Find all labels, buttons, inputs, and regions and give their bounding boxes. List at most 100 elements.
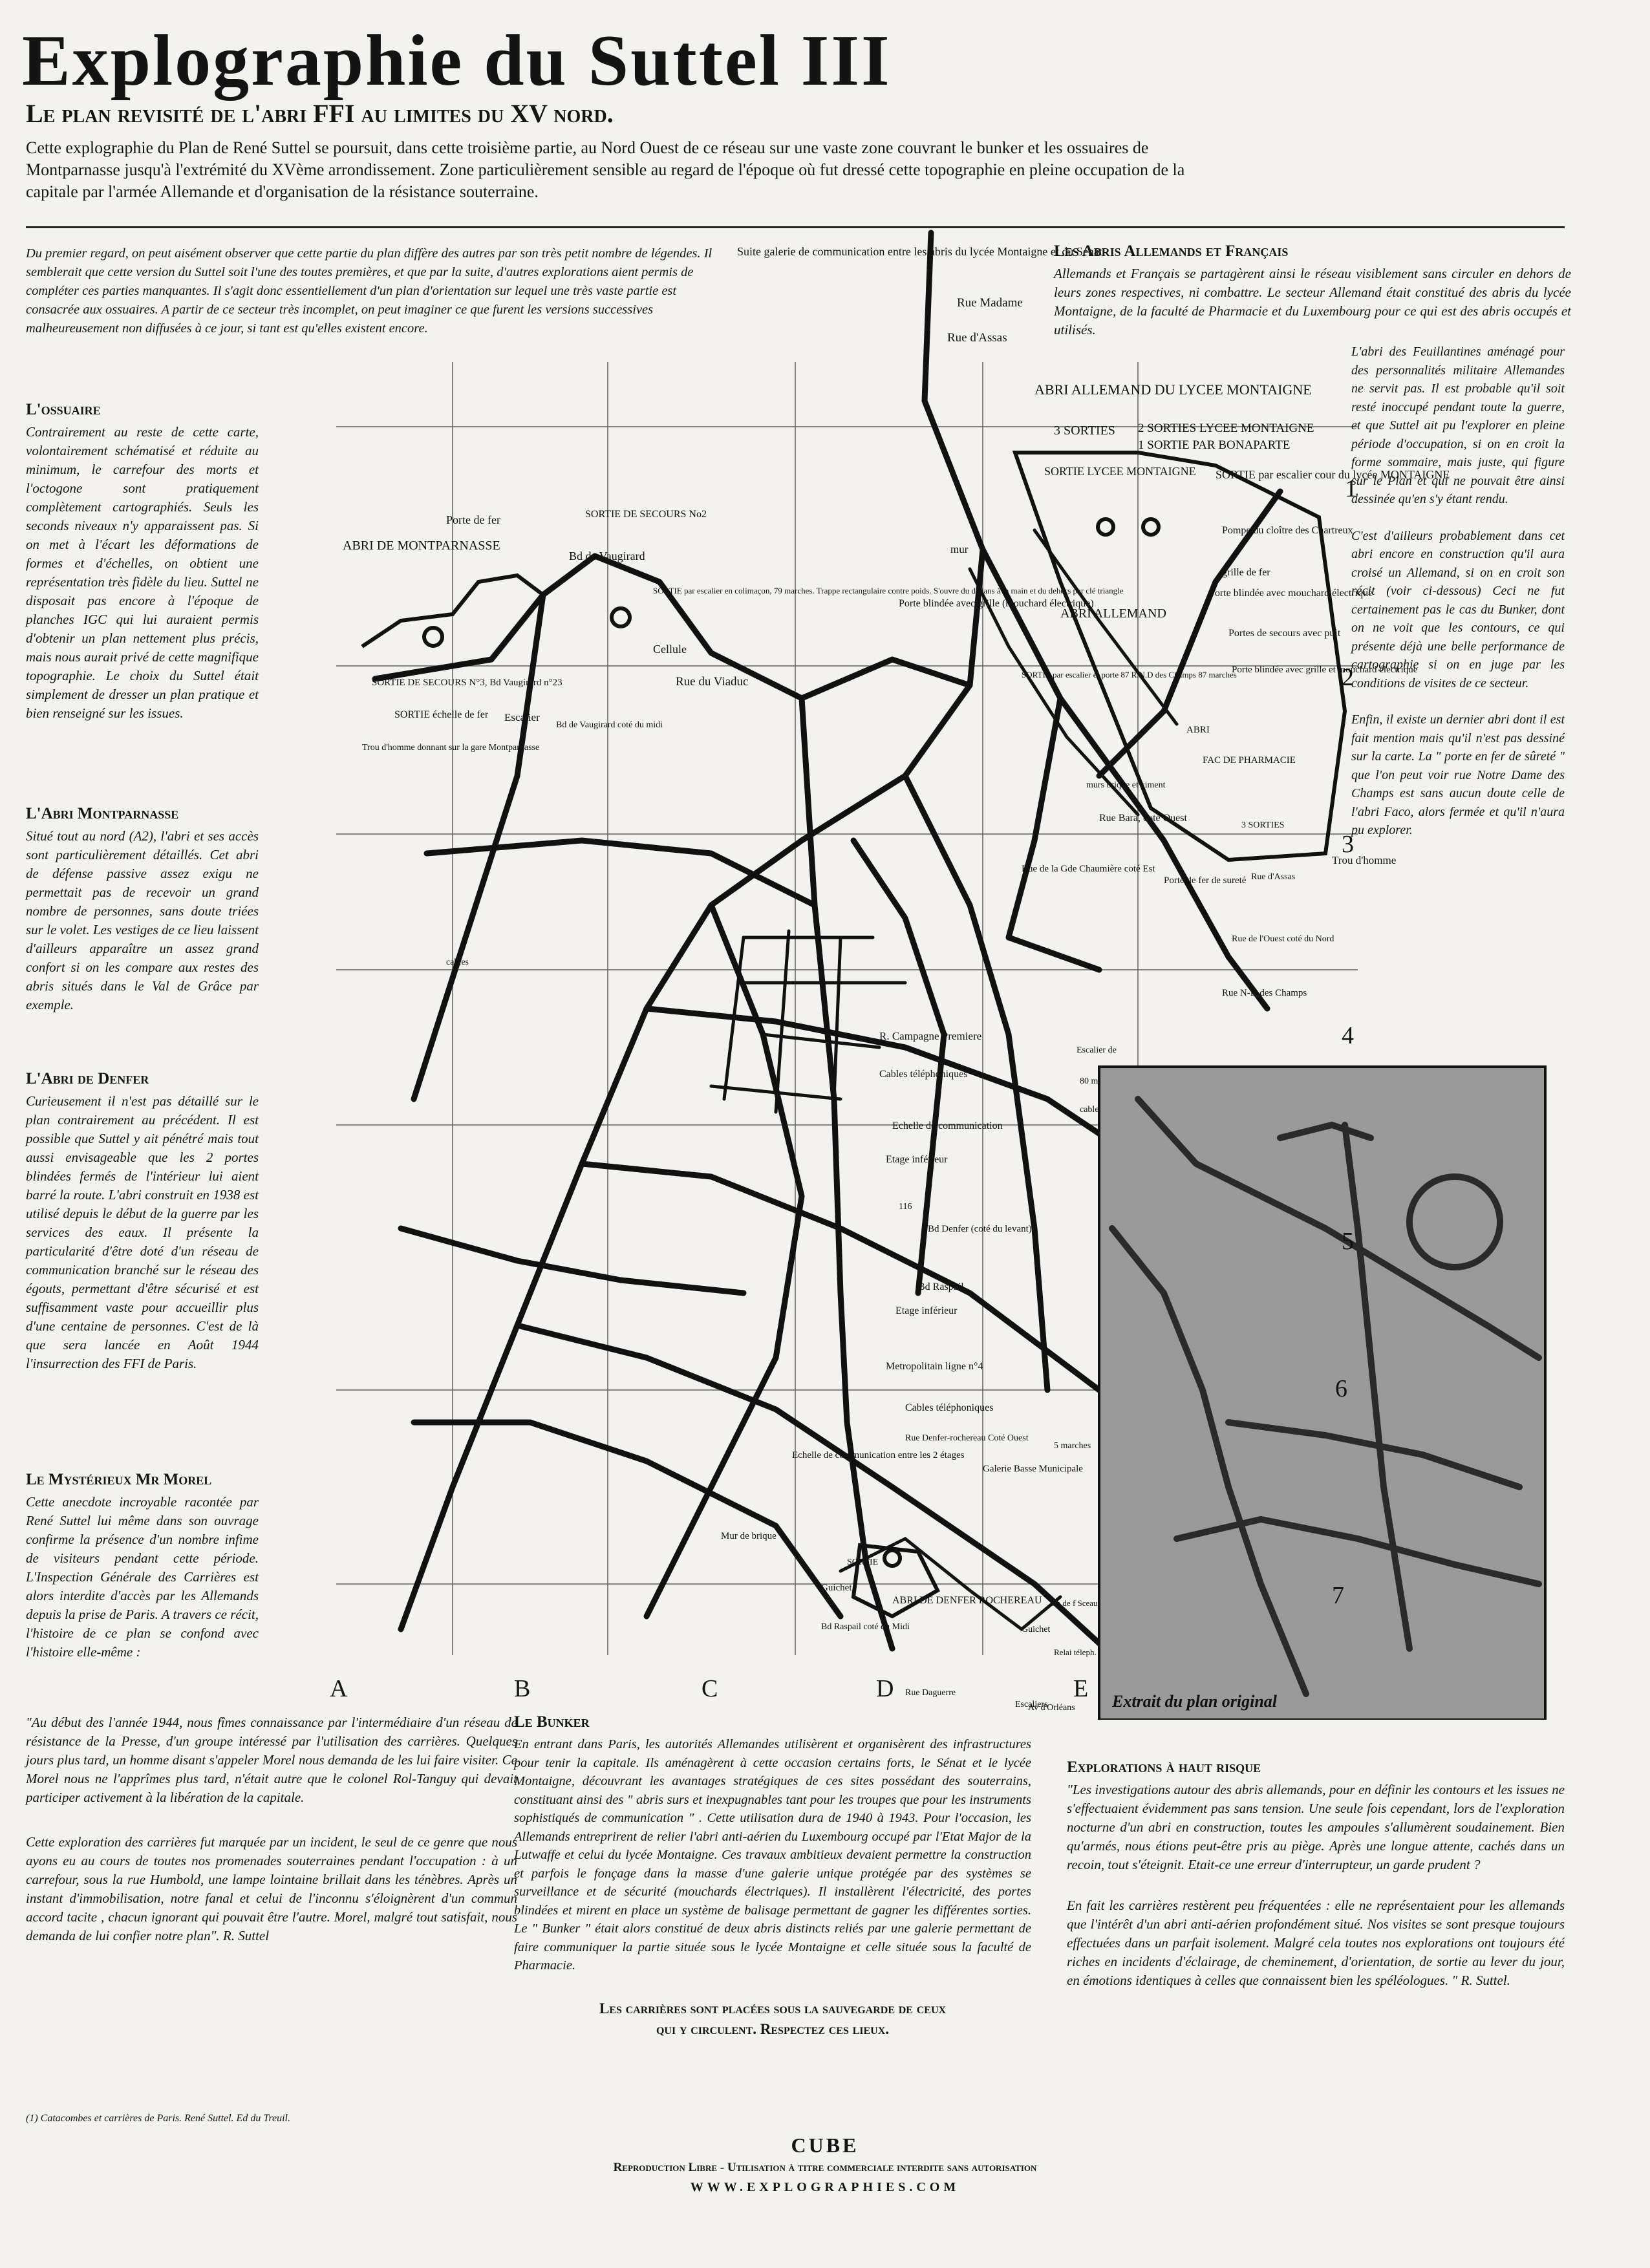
grid-row-label: 3 (1342, 831, 1354, 858)
grid-column-label: B (514, 1675, 531, 1702)
intro-paragraph: Cette explographie du Plan de René Sutte… (26, 138, 1185, 201)
map-label: Galerie Basse Municipale (983, 1464, 1083, 1474)
map-label: ABRI ALLEMAND DU LYCEE MONTAIGNE (1034, 381, 1312, 398)
quote-paragraph: "Les investigations autour des abris all… (1067, 1782, 1565, 1872)
gallery-network (372, 230, 1283, 1658)
footer-url[interactable]: www.explographies.com (690, 2180, 960, 2194)
map-label: 116 (899, 1202, 912, 1212)
section-explorations: Explorations à haut risque "Les investig… (1067, 1759, 1565, 1990)
map-label: FAC DE PHARMACIE (1203, 755, 1296, 765)
map-label: SORTIE DE SECOURS N°3, Bd Vaugirard n°23 (372, 678, 562, 688)
map-label: Etage inférieur (886, 1154, 948, 1165)
map-label: Rue Bara, coté Ouest (1099, 813, 1188, 824)
morel-quote: "Au début des l'année 1944, nous fîmes c… (26, 1713, 517, 1945)
map-label: SORTIE par escalier cour du lycée MONTAI… (1216, 468, 1450, 481)
grid-column-label: D (876, 1675, 894, 1702)
extract-caption: Extrait du plan original (1111, 1692, 1278, 1711)
section-body: Enfin, il existe un dernier abri dont il… (1351, 712, 1565, 837)
map-label: ABRI ALLEMAND (1060, 606, 1166, 621)
map-label: Cables téléphoniques (879, 1069, 967, 1080)
section-mr-morel: Le Mystérieux Mr Morel Cette anecdote in… (26, 1471, 259, 1662)
map-label: 3 SORTIES (1054, 423, 1115, 438)
section-body: Cette anecdote incroyable racontée par R… (26, 1494, 259, 1660)
map-label: cables (1080, 1105, 1102, 1115)
map-label: Rue du Viaduc (676, 675, 749, 689)
quote-paragraph: En fait les carrières restèrent peu fréq… (1067, 1898, 1565, 1988)
grid-row-label: 6 (1335, 1375, 1347, 1402)
map-label: Bd Raspail (918, 1281, 964, 1292)
map-label: Porte de fer de sureté (1164, 875, 1247, 886)
map-label: Porte blindée avec grille et mouchard él… (1232, 665, 1418, 675)
suttel-map: Suite galerie de communication entre les… (336, 230, 1547, 1720)
map-label: SORTIE par escalier et porte 87 R.N.D de… (1022, 670, 1237, 679)
map-label: Ch de f Sceaux (1051, 1598, 1102, 1608)
map-label: mur (950, 543, 969, 555)
map-label: ABRI DE MONTPARNASSE (343, 539, 500, 553)
map-label: cables (446, 957, 469, 967)
section-body: L'abri des Feuillantines aménagé pour de… (1351, 345, 1565, 506)
header-rule (26, 226, 1565, 228)
grid-row-label: 2 (1342, 664, 1354, 691)
map-label: Rue de la Gde Chaumière coté Est (1022, 864, 1155, 874)
map-label: Trou d'homme donnant sur la gare Montpar… (362, 743, 539, 753)
map-label: Etage inférieur (895, 1305, 958, 1316)
map-label: Cables téléphoniques (905, 1402, 993, 1413)
map-label: Rue N-D des Champs (1222, 988, 1307, 998)
map-label: Guichet (821, 1583, 852, 1593)
map-label: grille de fer (1222, 567, 1270, 578)
map-label: Escaliers (1015, 1700, 1048, 1709)
section-body: Curieusement il n'est pas détaillé sur l… (26, 1093, 259, 1371)
page-title: Explographie du Suttel III (22, 21, 892, 101)
section-body: Contrairement au reste de cette carte, v… (26, 424, 259, 721)
section-title: L'Abri de Denfer (26, 1070, 149, 1087)
footer-license: Reproduction Libre - Utilisation à titre… (613, 2161, 1037, 2174)
map-label: Bd de Vaugirard coté du midi (556, 720, 663, 730)
map-label: 1 SORTIE PAR BONAPARTE (1138, 438, 1290, 452)
lead-paragraph: Du premier regard, on peut aisément obse… (26, 246, 712, 336)
map-label: Porte de fer (446, 513, 500, 526)
map-label: Mur de brique (721, 1531, 777, 1541)
section-abris-side: L'abri des Feuillantines aménagé pour de… (1351, 343, 1565, 840)
section-bunker: Le Bunker En entrant dans Paris, les aut… (514, 1713, 1031, 2040)
section-body: En entrant dans Paris, les autorités All… (514, 1737, 1031, 1973)
map-label: Pompe du cloître des Chartreux (1222, 525, 1353, 536)
map-label: Bd Denfer (coté du levant) (928, 1224, 1032, 1234)
section-body: Situé tout au nord (A2), l'abri et ses a… (26, 828, 259, 1012)
grid-row-label: 7 (1332, 1582, 1344, 1609)
map-label: Porte blindée avec grille (mouchard élec… (899, 598, 1094, 609)
map-label: Av d'Orléans (1028, 1703, 1075, 1713)
map-label: Rue Madame (957, 296, 1023, 310)
grid-row-label: 4 (1342, 1022, 1354, 1049)
map-label: Bd Raspail coté du Midi (821, 1622, 910, 1632)
section-body: C'est d'ailleurs probablement dans cet a… (1351, 528, 1565, 690)
map-label: Guichet (1022, 1625, 1050, 1634)
original-plan-extract: Extrait du plan original (1098, 1065, 1547, 1720)
map-label: Porte blindée avec mouchard électrique (1209, 588, 1373, 599)
section-abris-allemands: Les Abris Allemands et Français Allemand… (1054, 242, 1571, 339)
map-label: Rue de l'Ouest coté du Nord (1232, 934, 1334, 944)
map-label: Suite galerie de communication entre les… (737, 245, 1102, 258)
respect-notice: Les carrières sont placées sous la sauve… (599, 2000, 947, 2037)
section-title: Le Mystérieux Mr Morel (26, 1471, 212, 1488)
section-title: Le Bunker (514, 1713, 590, 1731)
grid-row-label: 1 (1345, 475, 1357, 502)
section-abri-denfer: L'Abri de Denfer Curieusement il n'est p… (26, 1070, 259, 1373)
map-label: Escalier (504, 711, 540, 723)
map-label: Cellule (653, 643, 687, 656)
map-label: ABRI DE DENFER ROCHEREAU (892, 1595, 1042, 1606)
section-title: L'ossuaire (26, 401, 101, 418)
grid-column-label: C (702, 1675, 718, 1702)
section-title: Les Abris Allemands et Français (1054, 242, 1289, 260)
map-label: 3 SORTIES (1241, 820, 1284, 830)
map-label: SORTIE DE SECOURS No2 (585, 509, 707, 520)
map-label: ABRI (1186, 725, 1210, 735)
abri-montparnasse-shape (361, 573, 632, 648)
map-label: Metropolitain ligne n°4 (886, 1361, 983, 1372)
quote-paragraph: Cette exploration des carrières fut marq… (26, 1834, 517, 1943)
map-label: Escalier de (1077, 1045, 1117, 1055)
section-abri-montparnasse: L'Abri Montparnasse Situé tout au nord (… (26, 805, 259, 1014)
map-label: Echelle de communication entre les 2 éta… (792, 1450, 965, 1460)
grid-column-label: E (1073, 1675, 1089, 1702)
grid-row-label: 5 (1342, 1228, 1354, 1255)
map-label: murs brique et ciment (1086, 780, 1166, 790)
